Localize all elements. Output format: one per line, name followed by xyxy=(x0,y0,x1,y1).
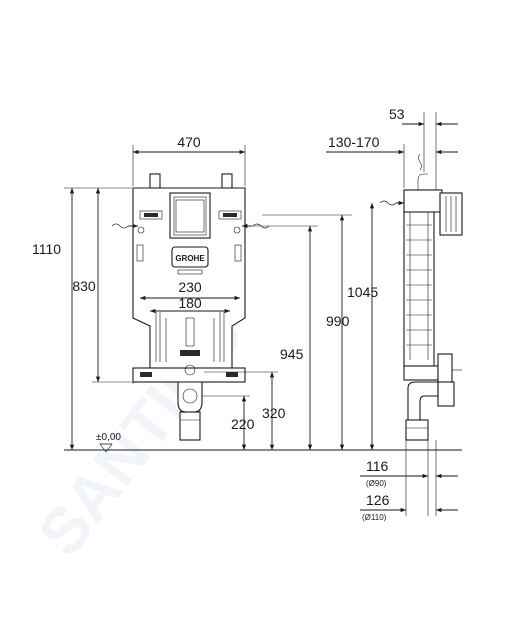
front-dimensions: 470 1110 830 230 180 945 990 1045 320 xyxy=(32,134,462,453)
flush-plate-opening xyxy=(169,192,211,239)
bracket-right xyxy=(218,210,242,220)
side-waste-pipe xyxy=(405,419,429,441)
dim-830: 830 xyxy=(72,278,96,294)
side-bracket xyxy=(437,353,453,383)
side-connector xyxy=(437,381,455,407)
side-top-hook xyxy=(417,173,428,190)
dim-990: 990 xyxy=(326,313,350,329)
supply-squiggle-top xyxy=(418,153,422,171)
dim-945: 945 xyxy=(280,346,304,362)
frame-lug-left xyxy=(149,173,161,189)
dim-180: 180 xyxy=(178,295,202,311)
side-water-supply xyxy=(379,200,397,206)
dim-320: 320 xyxy=(262,405,286,421)
dim-230: 230 xyxy=(178,279,202,295)
water-supply-left xyxy=(111,223,129,229)
logo-bar xyxy=(177,269,203,275)
dim-220: 220 xyxy=(231,416,255,432)
bracket-left-slot xyxy=(144,213,158,217)
side-slot-right xyxy=(234,244,242,262)
dim-1045: 1045 xyxy=(347,284,378,300)
brand-logo-text: GROHE xyxy=(175,254,205,263)
floor-level-label: ±0,00 xyxy=(96,432,121,443)
waste-pipe xyxy=(179,411,201,441)
dim-130-170: 130-170 xyxy=(328,134,380,150)
hole-right xyxy=(233,226,241,234)
dim-116: 116 xyxy=(366,458,389,474)
side-column xyxy=(403,189,435,369)
dim-diameter-110: (Ø110) xyxy=(362,513,387,522)
bracket-left xyxy=(139,210,163,220)
foot-left-slot xyxy=(140,372,152,377)
dim-53: 53 xyxy=(389,106,405,122)
side-view xyxy=(379,153,463,441)
cistern-valve xyxy=(175,199,205,233)
drain-collar xyxy=(184,364,196,376)
dim-diameter-90: (Ø90) xyxy=(366,479,387,488)
dim-470: 470 xyxy=(177,134,201,150)
flush-pipe xyxy=(185,317,195,347)
side-slot-left xyxy=(136,244,144,262)
side-dimensions: 53 130-170 116 (Ø90) 126 (Ø110) xyxy=(326,106,458,522)
pipe-clamp xyxy=(180,350,200,356)
bracket-right-slot xyxy=(223,213,237,217)
side-foot xyxy=(403,365,439,381)
dim-126: 126 xyxy=(366,492,390,508)
brand-logo-badge xyxy=(171,246,209,268)
foot-right-slot xyxy=(226,372,238,377)
side-waste-elbow xyxy=(407,381,439,421)
side-ribs xyxy=(406,224,432,346)
hole-left xyxy=(137,226,145,234)
frame-lug-right xyxy=(221,173,233,189)
side-cistern-head xyxy=(403,189,443,213)
waste-bend xyxy=(177,381,203,413)
waste-bend-ring xyxy=(182,388,198,404)
cistern-valve-rim xyxy=(173,196,207,236)
front-view: GROHE xyxy=(111,173,270,441)
dim-1110: 1110 xyxy=(32,241,61,257)
